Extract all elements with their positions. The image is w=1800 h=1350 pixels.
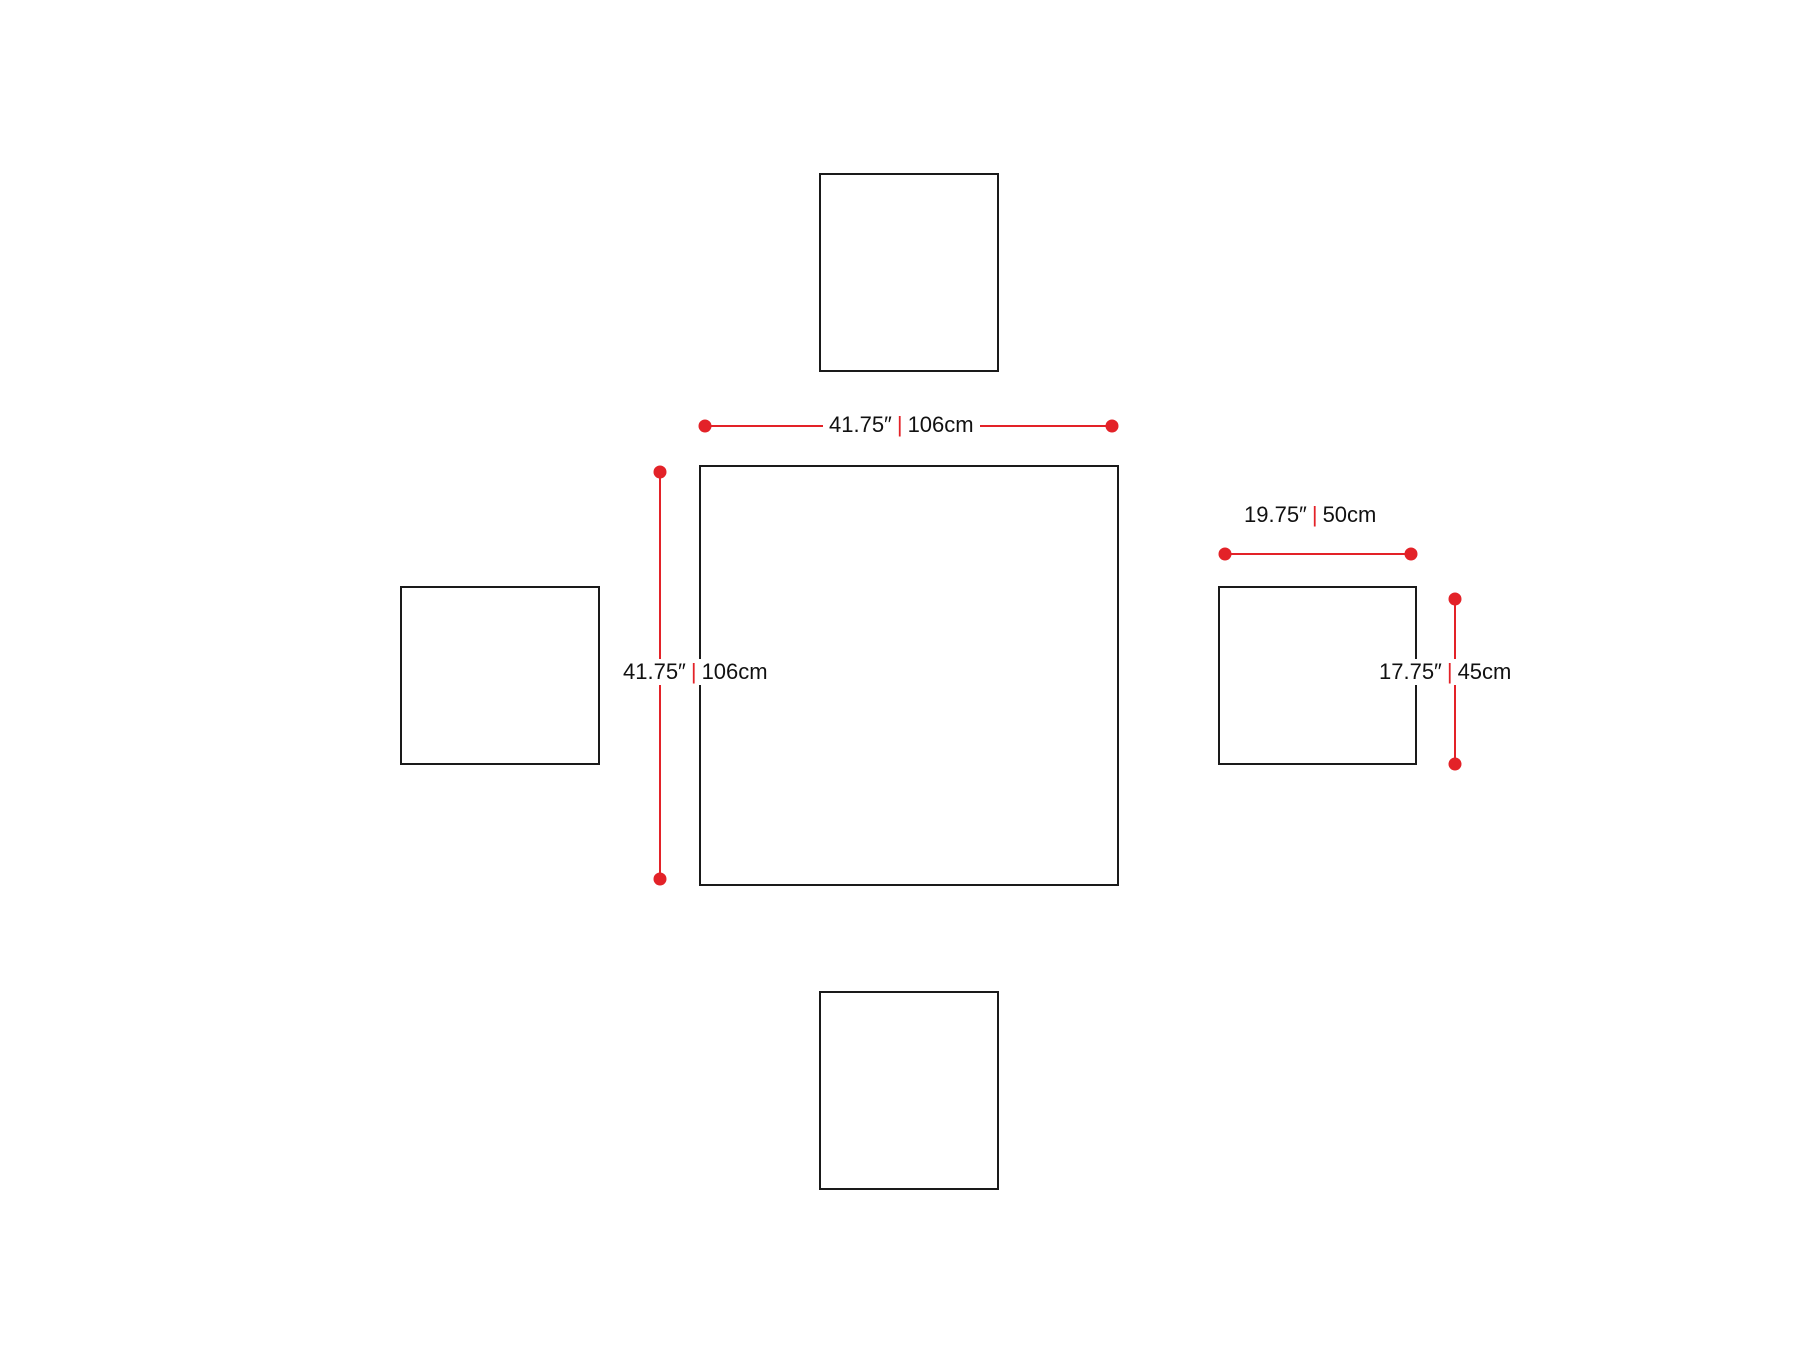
inches-value: 19.75″ bbox=[1244, 502, 1307, 527]
cm-value: 45cm bbox=[1457, 659, 1512, 684]
chair-depth-label: 17.75″|45cm bbox=[1373, 659, 1518, 685]
inches-value: 41.75″ bbox=[623, 659, 686, 684]
separator: | bbox=[1446, 659, 1453, 684]
cm-value: 50cm bbox=[1322, 502, 1377, 527]
cm-value: 106cm bbox=[701, 659, 768, 684]
table-depth-label: 41.75″|106cm bbox=[617, 659, 774, 685]
chair-bottom bbox=[819, 991, 999, 1190]
inches-value: 17.75″ bbox=[1379, 659, 1442, 684]
table-width-label: 41.75″|106cm bbox=[823, 412, 980, 438]
chair-width-dimension-line bbox=[1218, 547, 1418, 561]
chair-width-label: 19.75″|50cm bbox=[1238, 502, 1383, 528]
cm-value: 106cm bbox=[907, 412, 974, 437]
chair-left bbox=[400, 586, 600, 765]
separator: | bbox=[690, 659, 697, 684]
separator: | bbox=[896, 412, 903, 437]
separator: | bbox=[1311, 502, 1318, 527]
chair-top bbox=[819, 173, 999, 372]
inches-value: 41.75″ bbox=[829, 412, 892, 437]
